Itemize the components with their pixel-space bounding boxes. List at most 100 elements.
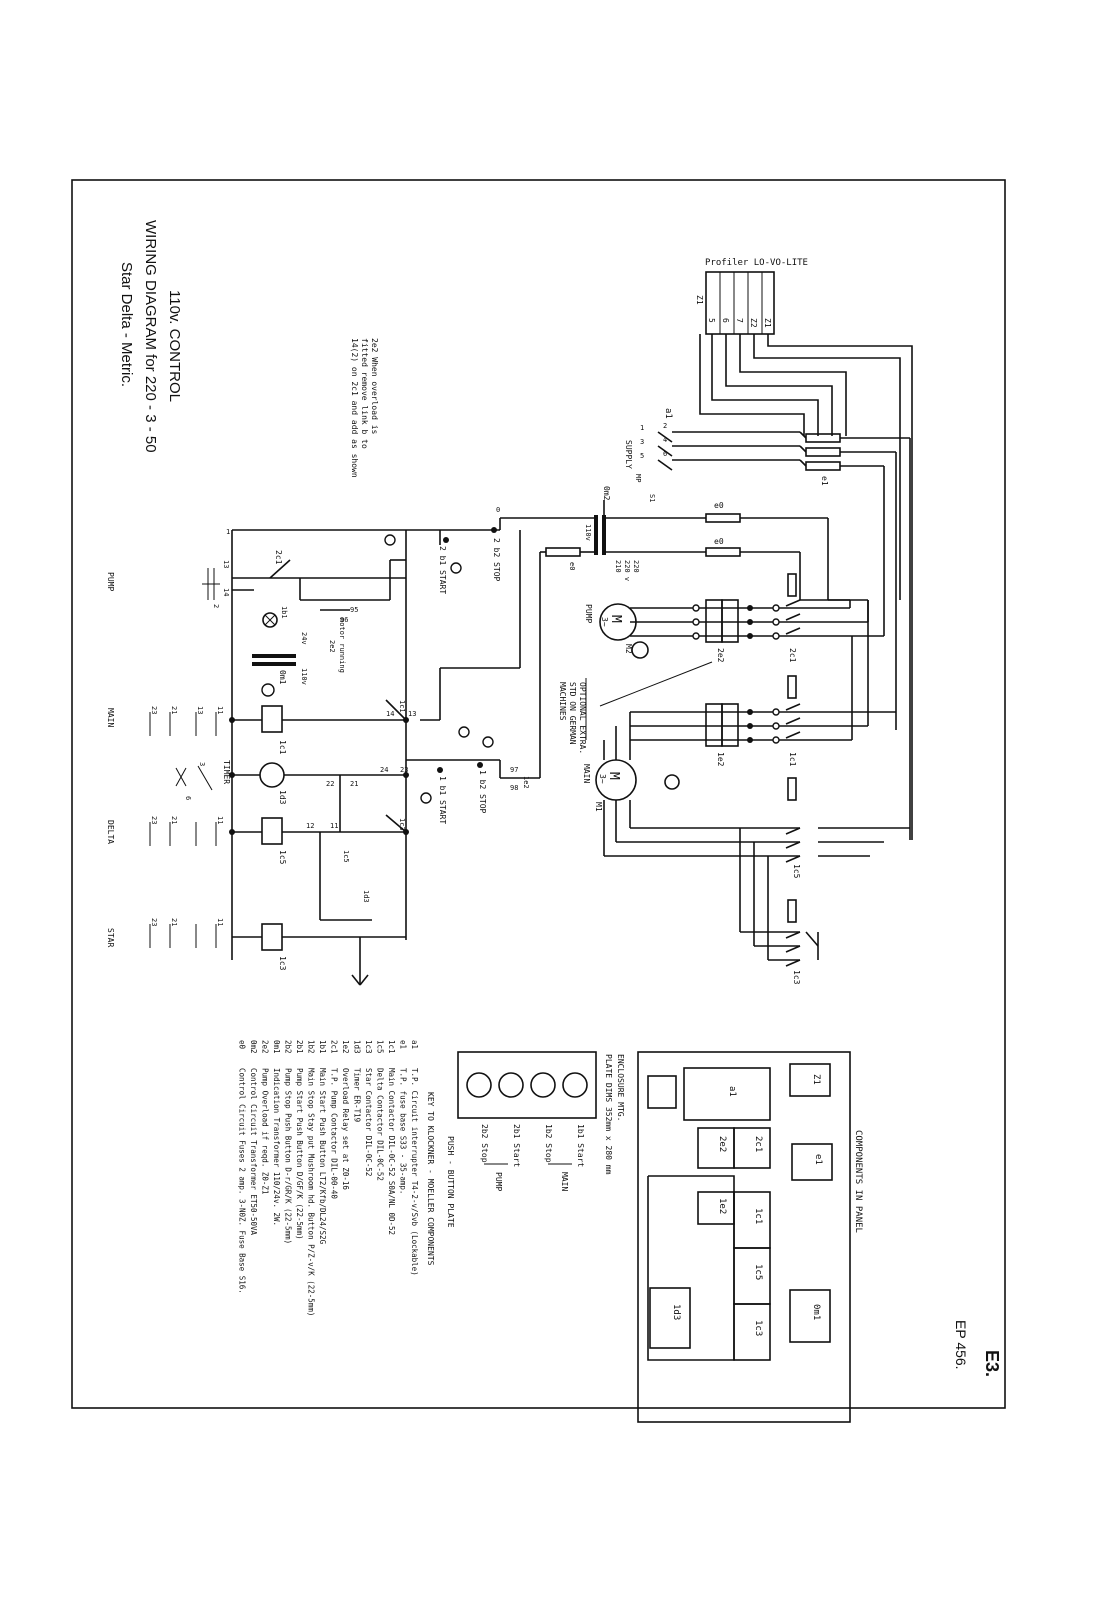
profiler-terminal-lines [719,272,763,334]
pump-stop-label: 2 b2 STOP [492,538,501,582]
coil-dot-4 [403,772,409,778]
push-button-2b1[interactable] [498,1072,524,1098]
key-row-text: Pump Stop Push Button D-r/GR/K (22-5mm) [284,1068,293,1244]
profiler-term-7: 7 [735,318,744,323]
main-contactor-1c1 [785,675,801,739]
ctrl-97: 97 [510,766,518,774]
pb-label-1b1: 1b1 Start [576,1124,585,1168]
ref-ep: EP 456. [953,1320,969,1370]
key-row-code: 0m1 [272,1040,281,1054]
optional-note-leader [599,661,713,707]
supply-switch-label: a1 [663,408,673,419]
supply-term-2: 2 [663,422,667,430]
earth-arrow-l [351,974,361,986]
transformer-110v: 110v [584,524,592,541]
fuse-e0-mid-label: e0 [714,537,724,546]
push-button-2b2[interactable] [466,1072,492,1098]
main-contactor-label: 1c1 [788,752,797,767]
ref-circle-3 [420,792,432,804]
optional-note-2: STD ON GERMAN [568,682,577,745]
ctrl-96: 96 [340,616,348,624]
pb-label-2b2: 2b2 Stop [480,1124,489,1163]
pump-motor-label: PUMP [584,604,593,623]
main-motor [595,759,637,801]
supply-term-6: 6 [663,450,667,458]
key-row-text: Main Stop Stay put Mushroom hd. Button P… [307,1068,316,1316]
coil-1c3-label: 1c3 [278,956,287,971]
ctrl-n0: 0 [496,506,500,514]
transformer-220v: 220 v [623,560,631,581]
key-row-code: e0 [238,1040,247,1050]
pump-stop-2b2-contact [491,527,497,533]
pump-term-13: 13 [222,560,230,568]
key-row-code: 1b2 [307,1040,316,1054]
main-overload-label: 1e2 [716,752,725,767]
supply-switch [657,431,800,471]
panel-z1 [789,1063,831,1097]
optional-note-1: OPTIONAL EXTRA. [578,682,587,754]
ctrl-1e2-label: 1e2 [522,776,530,789]
timer-terminal-group [175,765,213,791]
pump-contacts-dots [692,604,780,640]
label-pump: PUMP [106,572,115,591]
ctrl-n14: 14 [386,710,394,718]
pump-motor-id: M2 [624,644,633,654]
panel-label-z1: Z1 [811,1074,821,1085]
pump-contactor-2c1 [785,573,801,635]
ctrl-2e2-label: 2e2 [328,640,336,653]
key-row-text: Pump Overload if reqd. Z0-Z1 [261,1068,270,1194]
main-term-13: 13 [196,706,204,714]
panel-2e2 [697,1127,735,1169]
ref-e3: E3. [982,1350,1002,1377]
panel-title: COMPONENTS IN PANEL [853,1130,863,1233]
pump-start-label: 2 b1 START [438,546,447,594]
supply-term-4: 4 [663,436,667,444]
main-power-wiring [603,600,910,857]
supply-term-s1: S1 [648,494,656,502]
key-row-text: Indication Transformer 110/24v. 2W. [272,1068,281,1226]
push-button-1b1[interactable] [562,1072,588,1098]
key-row-code: e1 [399,1040,408,1049]
ctrl-110v: 110v [300,668,308,685]
star-term-21: 21 [170,918,178,926]
panel-frame [637,1051,851,1423]
supply-conductors [699,334,913,840]
coil-dot-3 [229,829,235,835]
main-stop-label: 1 b2 STOP [478,770,487,814]
supply-term-mp: MP [634,474,642,482]
key-row-text: Main Start Push Button LT2/Kfb/DL24/S2G [318,1068,327,1245]
indication-transformer-label: 0m1 [278,670,287,685]
pump-earth-symbol [631,641,649,659]
note-line3: 14(2) on 2c1 and add as shown [350,338,359,478]
key-row-text: Overload Relay set at Z0-16 [341,1068,350,1190]
profiler-term-5: 5 [707,318,716,323]
panel-1c1 [733,1191,771,1249]
ctrl-n24: 24 [380,766,388,774]
panel-label-1d3: 1d3 [671,1304,681,1320]
ctrl-n11: 11 [330,822,338,830]
earth-arrow-r [359,974,369,986]
main-start-label: 1 b1 START [438,776,447,824]
pb-label-2b1: 2b1 Start [512,1124,521,1168]
note-line2: fitted remove link b to [360,338,369,449]
pump-term-2: 2 [212,604,220,608]
profiler-term-z1a: Z1 [695,295,704,305]
main-overload-1e2 [705,703,739,747]
ctrl-1c1-aux: 1c1 [398,700,406,713]
pump-overload-label: 2e2 [716,648,725,663]
optional-note-3: MACHINES [558,682,567,721]
pb-title: PUSH - BUTTON PLATE [446,1136,455,1228]
timer-1d3-label: 1d3 [278,790,287,805]
key-row-text: Control Circuit Fuses 2 amp. 3-N0Z. Fuse… [238,1068,247,1294]
ctrl-1c3-aux: 1c3 [398,818,406,831]
transformer-210: 210 [614,560,622,573]
profiler-term-6: 6 [721,318,730,323]
key-rows: a1T.P. Circuit interrupter T4-2-v/Svb (L… [238,1040,420,1316]
coil-1c3 [261,923,283,951]
panel-1c5 [733,1247,771,1305]
pb-pump-label: PUMP [494,1172,503,1191]
delta-term-21: 21 [170,816,178,824]
supply-term-1: 1 [640,424,644,432]
push-button-1b2[interactable] [530,1072,556,1098]
main-control-branch [385,699,501,833]
